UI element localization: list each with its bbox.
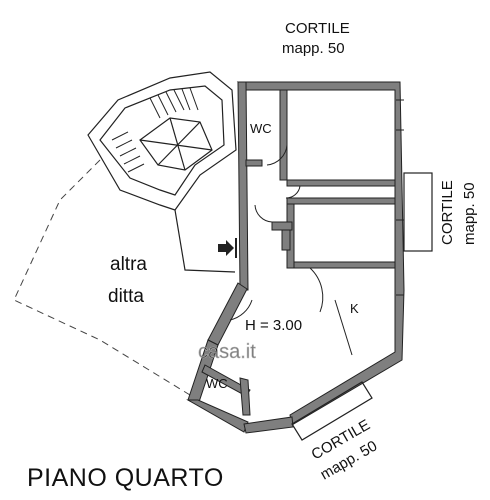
mapp-right-label: mapp. 50 bbox=[461, 182, 478, 245]
bottom-balcony bbox=[291, 381, 373, 441]
right-balcony bbox=[396, 99, 433, 296]
cortile-top-label: CORTILE bbox=[285, 20, 350, 37]
floor-title: PIANO QUARTO bbox=[27, 464, 224, 492]
ditta-label: ditta bbox=[108, 286, 144, 307]
entry-arrow-icon bbox=[218, 238, 237, 258]
wc-bottom-label: WC bbox=[206, 376, 228, 391]
door-swings bbox=[229, 144, 353, 356]
wc-top-label: WC bbox=[250, 121, 272, 136]
interior-walls bbox=[201, 89, 396, 416]
room-height-label: H = 3.00 bbox=[245, 317, 302, 334]
kitchen-label: K bbox=[350, 301, 359, 316]
altra-label: altra bbox=[110, 254, 147, 275]
watermark-logo: casa.it bbox=[198, 341, 256, 363]
cortile-right-label: CORTILE bbox=[439, 180, 456, 245]
mapp-top-label: mapp. 50 bbox=[282, 40, 345, 57]
stairwell bbox=[87, 71, 237, 273]
